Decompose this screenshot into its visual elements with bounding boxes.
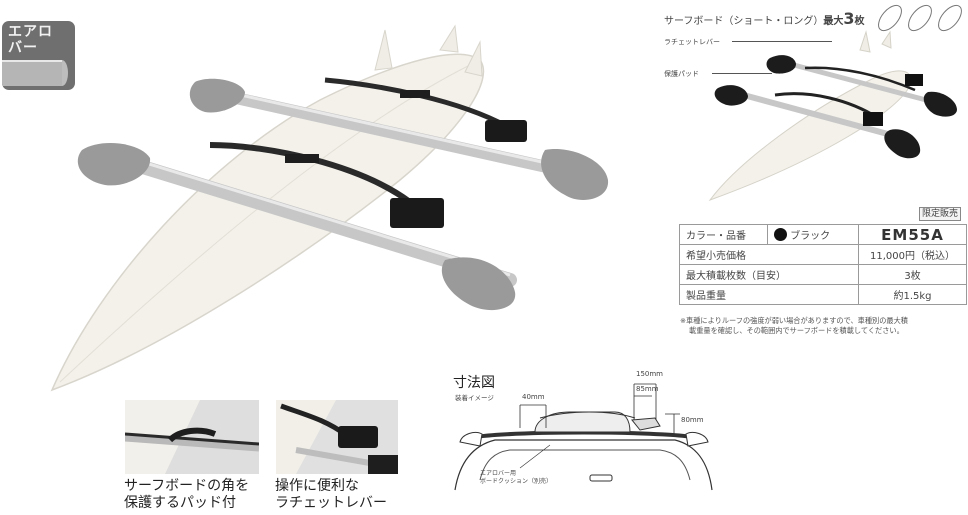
black-swatch-icon: [774, 228, 787, 241]
inset-title-prefix: サーフボード（ショート・ロング）: [664, 16, 824, 27]
note-line1: ※車種によりルーフの強度が弱い場合がありますので、車種別の最大積: [680, 316, 908, 325]
spec-part-number: EM55A: [858, 224, 967, 245]
badge-line1: エアロ: [8, 24, 53, 40]
spec-label-weight: 製品重量: [679, 284, 859, 305]
inset-title-max-unit: 枚: [854, 16, 865, 27]
lever-caption: 操作に便利な ラチェットレバー: [275, 478, 387, 512]
dimension-title: 寸法図: [453, 375, 495, 391]
spec-value-capacity: 3枚: [858, 264, 967, 285]
dim-85: 85mm: [636, 385, 659, 393]
spec-color-cell: ブラック: [767, 224, 859, 245]
caution-note: ※車種によりルーフの強度が弱い場合がありますので、車種別の最大積 載重量を確認し…: [680, 316, 968, 336]
table-row: 最大積載枚数（目安） 3枚: [679, 264, 967, 285]
label-pad: 保護パッド: [664, 70, 699, 78]
dimension-subtitle: 装着イメージ: [455, 394, 494, 402]
spec-table: カラー・品番 ブラック EM55A 希望小売価格 11,000円（税込） 最大積…: [679, 224, 967, 305]
badge-text: エアロ バー: [8, 24, 53, 56]
inset-title: サーフボード（ショート・ロング）最大3枚: [664, 9, 865, 28]
dim-150: 150mm: [636, 370, 663, 378]
inset-title-max-label: 最大: [823, 16, 844, 27]
dimension-diagram: [454, 383, 713, 491]
table-row: 希望小売価格 11,000円（税込）: [679, 244, 967, 265]
spec-value-weight: 約1.5kg: [858, 284, 967, 305]
cushion-label-line2: ボードクッション（別売）: [480, 478, 553, 485]
table-row: カラー・品番 ブラック EM55A: [679, 224, 967, 245]
lever-detail-photo: [276, 400, 398, 474]
table-row: 製品重量 約1.5kg: [679, 284, 967, 305]
limited-sale-label: 限定販売: [919, 207, 962, 221]
lever-caption-line1: 操作に便利な: [275, 478, 359, 494]
badge-line2: バー: [8, 40, 38, 56]
dim-40: 40mm: [522, 393, 545, 401]
surfboard-count-icon: [878, 4, 962, 32]
spec-value-price: 11,000円（税込）: [858, 244, 967, 265]
spec-color-name: ブラック: [790, 231, 831, 242]
bar-profile-icon: [2, 60, 68, 86]
pad-detail-photo: [125, 400, 259, 474]
cushion-label: エアロバー用 ボードクッション（別売）: [480, 470, 552, 486]
spec-label-capacity: 最大積載枚数（目安）: [679, 264, 859, 285]
pad-caption-line2: 保護するパッド付: [124, 495, 236, 511]
leader-line-pad: [712, 73, 772, 74]
pad-caption: サーフボードの角を 保護するパッド付: [124, 478, 249, 512]
aero-bar-badge: エアロ バー: [2, 21, 75, 90]
cushion-label-line1: エアロバー用: [480, 470, 517, 477]
spec-label-price: 希望小売価格: [679, 244, 859, 265]
inset-illustration: [708, 30, 957, 202]
dim-80: 80mm: [681, 416, 704, 424]
pad-caption-line1: サーフボードの角を: [124, 478, 250, 494]
note-line2: 載重量を確認し、その範囲内でサーフボードを積載してください。: [689, 326, 904, 335]
inset-title-max-num: 3: [843, 9, 855, 28]
label-ratchet: ラチェットレバー: [664, 38, 720, 46]
leader-line-ratchet: [732, 41, 832, 42]
main-product-illustration: [50, 24, 609, 392]
spec-label-color: カラー・品番: [679, 224, 768, 245]
lever-caption-line2: ラチェットレバー: [275, 495, 387, 511]
